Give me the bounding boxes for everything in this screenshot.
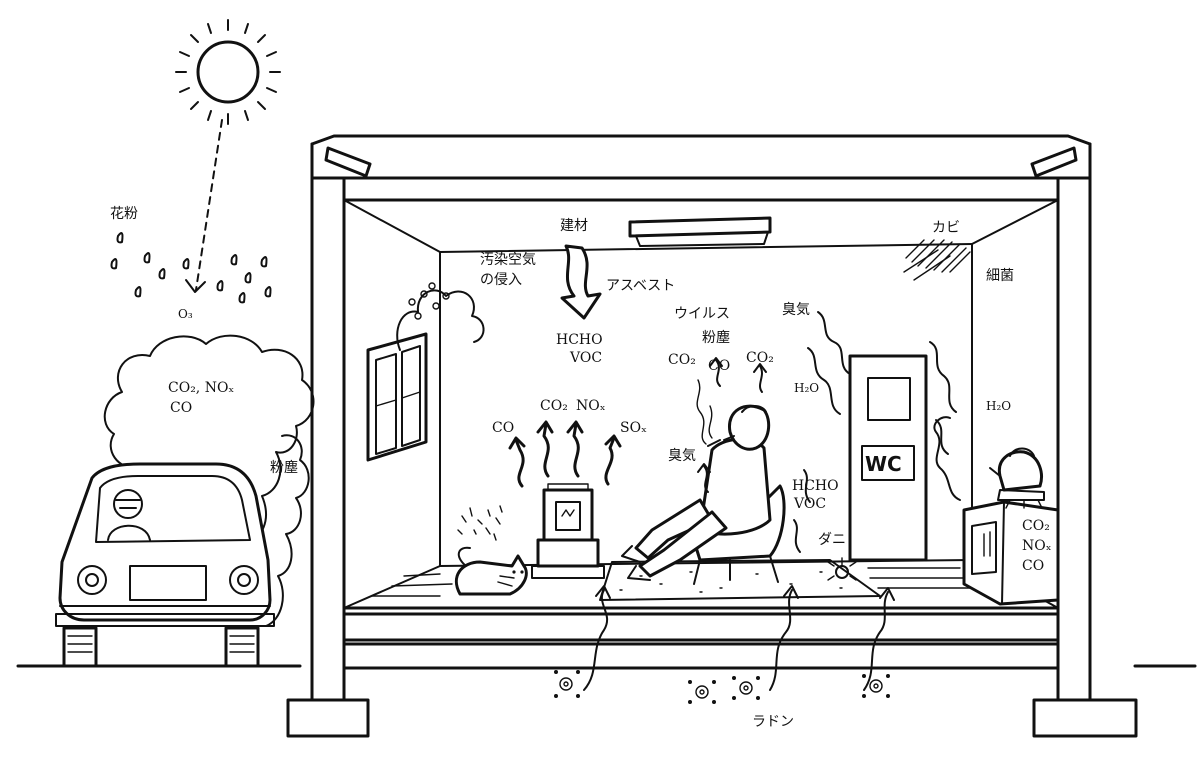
kettle [989,447,1045,509]
indoor-squiggles [793,311,957,553]
label-dust-indoor: 粉塵 [702,329,730,346]
label-odor-top: 臭気 [782,302,810,318]
label-toilet: WC [865,452,902,476]
label-bacteria: 細菌 [986,268,1014,284]
smoking-man [621,379,786,585]
house-frame [286,134,1138,738]
label-h2o-right: H₂O [986,399,1011,413]
label-gas-co: CO [1022,558,1044,574]
label-smoke-co: CO [708,358,730,374]
label-gas-nox: NOₓ [1022,538,1052,554]
label-mites: ダニ [818,532,846,548]
car [55,462,275,668]
mold-hatch [903,239,971,281]
label-building-material: 建材 [560,218,588,234]
kerosene-heater [531,483,605,579]
label-virus: ウイルス [674,306,730,322]
kitchen-counter [962,500,1060,606]
window [366,332,428,462]
sunlight-arrow [185,119,223,293]
label-ozone: O₃ [178,307,193,321]
polluted-air-cloud [396,289,485,351]
pollen-particles [110,232,272,304]
label-odor-mid: 臭気 [668,448,696,464]
label-co2-up: CO₂ [746,350,774,366]
radon-particles [554,670,890,704]
ceiling-light [628,216,772,247]
dust-cloud [265,434,310,627]
radon-arrows [583,585,895,691]
label-hcho-floor: HCHO [792,478,839,494]
label-stove-sox: SOₓ [620,420,647,436]
label-car-exhaust-2: CO [170,400,192,416]
label-smoke-co2: CO₂ [668,352,696,368]
label-hcho-top: HCHO [556,332,603,348]
label-radon: ラドン [752,714,794,730]
label-gas-co2: CO₂ [1022,518,1050,534]
polluted-air-particles [408,282,450,320]
smoke-arrows [697,357,767,493]
kettle-steam [933,416,961,501]
label-stove-co2: CO₂ [540,398,568,414]
label-pollen: 花粉 [110,206,138,222]
dander-particles [457,505,503,541]
label-stove-nox: NOₓ [576,398,606,414]
label-dust-outdoor: 粉塵 [270,459,298,476]
label-polluted-air-2: の侵入 [480,271,522,288]
labels: 花粉 O₃ CO₂, NOₓ CO 粉塵 建材 アスベスト 汚染空気 の侵入 H… [110,206,1052,730]
building-material-arrow [560,244,602,320]
label-stove-co: CO [492,420,514,436]
cat [454,546,528,596]
label-car-exhaust-1: CO₂, NOₓ [168,380,234,396]
label-h2o-left: H₂O [794,381,819,395]
label-asbestos: アスベスト [606,278,675,294]
mite-icon [827,557,857,581]
rug-dots [619,571,843,593]
label-mold: カビ [932,220,960,236]
label-voc-floor: VOC [793,496,826,512]
heater-emission-arrows [508,420,622,488]
label-polluted-air-1: 汚染空気 [480,252,536,268]
toilet-door [848,354,928,562]
sun-icon [175,19,281,125]
label-voc-top: VOC [569,350,602,366]
